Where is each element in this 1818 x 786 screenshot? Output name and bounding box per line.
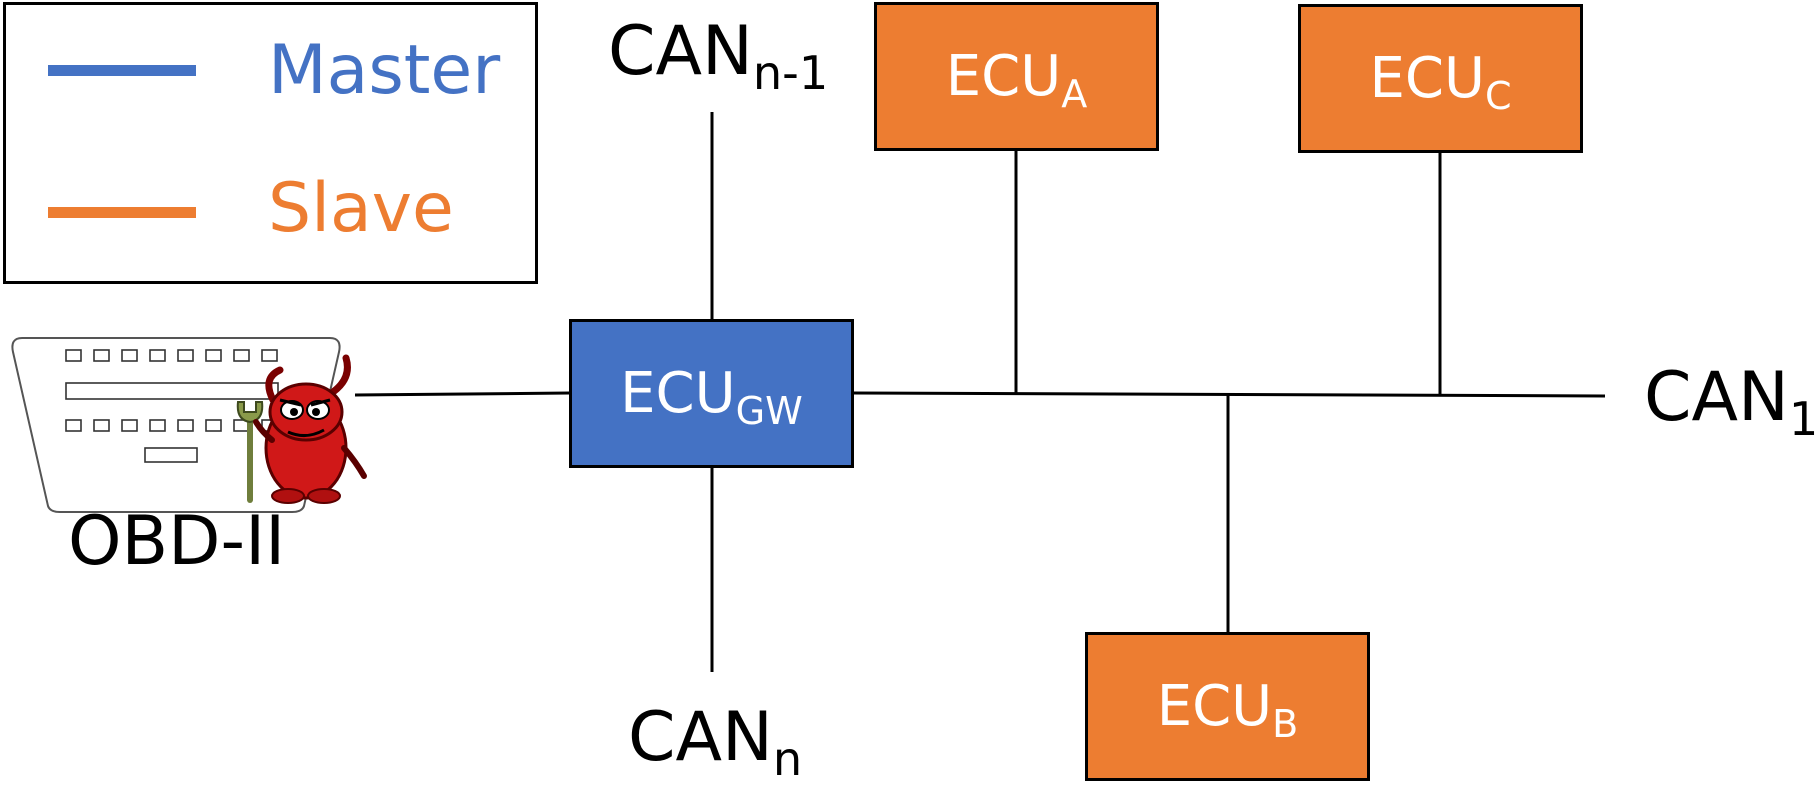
legend-box: Master Slave — [3, 2, 538, 284]
ecu-a-box: ECUA — [874, 2, 1159, 151]
can-n-label: CANn — [628, 698, 803, 786]
ecu-b-box: ECUB — [1085, 632, 1370, 781]
ecu-gateway-box: ECUGW — [569, 319, 854, 468]
obd-connector-icon — [11, 337, 341, 513]
master-legend-label: Master — [268, 31, 501, 110]
ecu-gateway-label: ECUGW — [620, 360, 803, 433]
obd-to-gateway-wire — [354, 391, 571, 397]
can-1-label: CAN1 — [1644, 358, 1818, 446]
ecu-a-label: ECUA — [945, 43, 1088, 116]
slave-legend-label: Slave — [268, 169, 454, 248]
devil-attacker-icon — [253, 354, 367, 504]
obd-label: OBD-II — [68, 502, 286, 581]
ecu-b-label: ECUB — [1156, 673, 1299, 746]
slave-legend-swatch — [48, 207, 196, 218]
ecu-c-label: ECUC — [1369, 45, 1512, 118]
master-legend-swatch — [48, 65, 196, 76]
can-1-bus-line — [851, 391, 1606, 398]
can-n-minus-1-label: CANn-1 — [608, 12, 829, 100]
ecu-c-box: ECUC — [1298, 4, 1583, 153]
